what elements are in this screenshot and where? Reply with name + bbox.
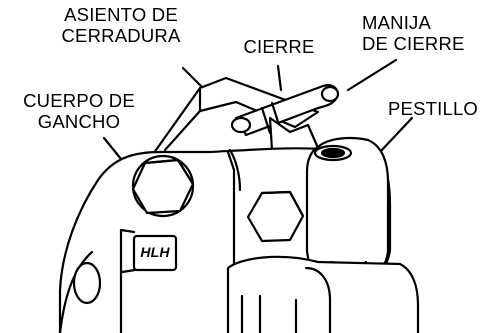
latch-body xyxy=(305,136,390,282)
label-closure-handle: MANIJA DE CIERRE xyxy=(362,12,465,54)
leader-latch xyxy=(378,116,414,154)
hook-lug xyxy=(58,250,94,333)
lug-hole xyxy=(72,261,102,305)
hlh-stamp-text: HLH xyxy=(140,244,170,260)
leader-hook-body xyxy=(102,136,123,161)
label-lock-seat: ASIENTO DE CERRADURA xyxy=(61,4,181,46)
label-hook-body: CUERPO DE GANCHO xyxy=(23,90,135,132)
label-closure: CIERRE xyxy=(243,36,315,57)
bolt-head-left xyxy=(131,154,195,218)
leader-closure xyxy=(276,64,283,92)
leader-closure-handle xyxy=(346,58,398,92)
leader-lock-seat xyxy=(181,66,203,88)
hook-shank xyxy=(226,255,420,333)
closure-handle-shape xyxy=(230,84,340,137)
label-latch: PESTILLO xyxy=(388,98,479,119)
latch-eye xyxy=(313,144,353,162)
hlh-plate xyxy=(132,234,178,272)
bolt-head-right xyxy=(246,190,305,243)
